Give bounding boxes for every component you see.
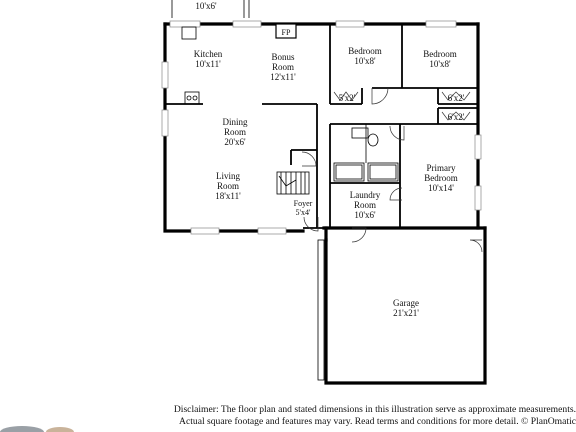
bedroom2-dim: 10'x8' — [429, 59, 451, 69]
kitchen-dim: 10'x11' — [195, 59, 221, 69]
bonus-name-2: Room — [272, 62, 294, 72]
patio: 10'x6' — [171, 0, 250, 18]
garage-dim: 21'x21' — [393, 308, 419, 318]
closet-doors — [333, 91, 471, 121]
stairs — [276, 171, 310, 195]
room-labels: Kitchen 10'x11' Bonus Room 12'x11' Bedro… — [194, 46, 465, 318]
kitchen-name: Kitchen — [194, 49, 223, 59]
patio-dim: 10'x6' — [195, 1, 217, 11]
interior-walls — [165, 24, 478, 229]
bonus-name-1: Bonus — [271, 52, 295, 62]
windows — [161, 20, 482, 235]
laundry-name-1: Laundry — [350, 190, 381, 200]
closet3-dim: 6'x2' — [448, 112, 465, 122]
garage-name: Garage — [393, 298, 419, 308]
laundry-dim: 10'x6' — [354, 210, 376, 220]
laundry-name-2: Room — [354, 200, 376, 210]
living-name-1: Living — [216, 171, 240, 181]
door-swings — [301, 87, 483, 381]
bedroom1-name: Bedroom — [348, 46, 382, 56]
bathroom-fixtures — [333, 124, 399, 182]
corner-graphic — [0, 426, 74, 432]
bedroom2-name: Bedroom — [423, 49, 457, 59]
disclaimer-line-2: Actual square footage and features may v… — [179, 416, 576, 427]
dining-name-2: Room — [224, 127, 246, 137]
dining-dim: 20'x6' — [224, 137, 246, 147]
fireplace: FP — [275, 23, 297, 39]
kitchen-fixtures — [181, 26, 200, 105]
living-name-2: Room — [217, 181, 239, 191]
foyer-dim: 5'x4' — [296, 208, 311, 217]
closet2-dim: 6'x2' — [448, 93, 465, 103]
fireplace-label: FP — [282, 28, 291, 37]
closet1-dim: 5'x2' — [339, 93, 356, 103]
living-dim: 18'x11' — [215, 191, 241, 201]
primary-name-2: Bedroom — [424, 173, 458, 183]
foyer-name: Foyer — [294, 199, 313, 208]
primary-dim: 10'x14' — [428, 183, 454, 193]
bedroom1-dim: 10'x8' — [354, 56, 376, 66]
disclaimer-line-1: Disclaimer: The floor plan and stated di… — [173, 404, 576, 415]
disclaimer: Disclaimer: The floor plan and stated di… — [100, 404, 576, 428]
primary-name-1: Primary — [427, 163, 456, 173]
exterior-walls — [163, 22, 487, 385]
dining-name-1: Dining — [222, 117, 248, 127]
bonus-dim: 12'x11' — [270, 72, 296, 82]
